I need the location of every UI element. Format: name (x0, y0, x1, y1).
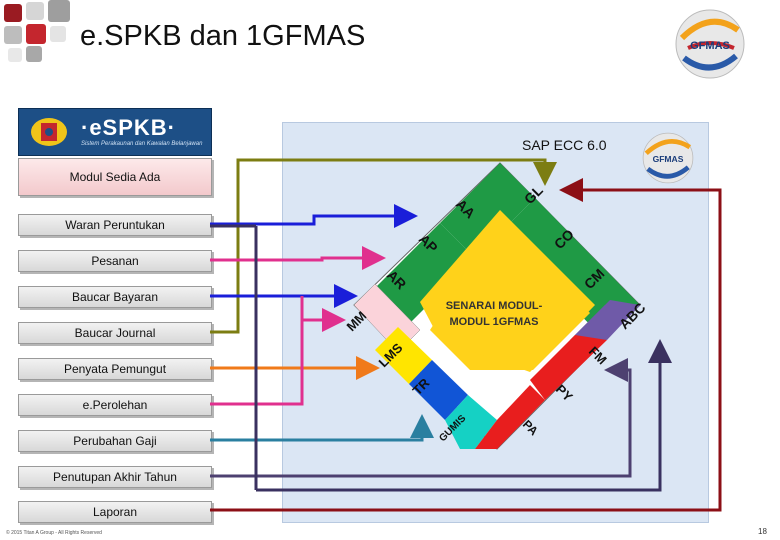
gfmas-logo-small: GFMAS (642, 132, 694, 184)
segment-TR (409, 360, 468, 420)
segment-AA (440, 163, 535, 258)
connector-laporan-top (559, 178, 722, 490)
espkb-logo-text: ·eSPKB· (81, 115, 177, 140)
segment-GUMIS (445, 395, 497, 449)
segment-LMS (375, 327, 432, 384)
connector-pesanan-ar (210, 246, 386, 270)
crest-icon (31, 118, 67, 146)
module-penutupan-akhir-tahun[interactable]: Penutupan Akhir Tahun (18, 466, 212, 488)
connector-waran-ap (210, 204, 418, 228)
connector-navy-fm (256, 339, 672, 492)
center-title-line2: MODUL 1GFMAS (449, 316, 538, 328)
footer-copyright: © 2015 Titan A Group - All Rights Reserv… (6, 530, 102, 536)
gfmas-logo-small-text: GFMAS (653, 154, 684, 164)
connector-eperolehan-mm (210, 296, 346, 406)
module-modul-sedia-ada: Modul Sedia Ada (18, 158, 212, 196)
segment-AR (375, 223, 475, 323)
module-pesanan[interactable]: Pesanan (18, 250, 212, 272)
module-waran-peruntukan[interactable]: Waran Peruntukan (18, 214, 212, 236)
espkb-banner: ·eSPKB· Sistem Perakaunan dan Kawalan Be… (18, 108, 212, 156)
segment-CM (500, 198, 640, 340)
module-baucar-bayaran[interactable]: Baucar Bayaran (18, 286, 212, 308)
connector-penutupan-fm (210, 358, 632, 478)
page-number: 18 (758, 527, 767, 536)
module-penyata-pemungut[interactable]: Penyata Pemungut (18, 358, 212, 380)
gfmas-logo: GFMAS (675, 9, 745, 79)
module-laporan[interactable]: Laporan (18, 501, 212, 523)
segment-PA (475, 385, 545, 449)
segment-PY (530, 335, 607, 400)
gfmas-logo-text: GFMAS (690, 40, 730, 52)
decorative-squares (0, 0, 75, 65)
module-e-perolehan[interactable]: e.Perolehan (18, 394, 212, 416)
sap-label: SAP ECC 6.0 (522, 137, 607, 153)
connector-laporan-bottom (210, 490, 722, 512)
connector-perubahan-gaji-gumis (210, 414, 434, 442)
espkb-subtitle: Sistem Perakaunan dan Kawalan Belanjawan (81, 141, 203, 147)
connector-baucar-journal-gl (210, 158, 557, 334)
center-title-line1: SENARAI MODUL- (446, 300, 543, 312)
page-title: e.SPKB dan 1GFMAS (80, 20, 366, 52)
